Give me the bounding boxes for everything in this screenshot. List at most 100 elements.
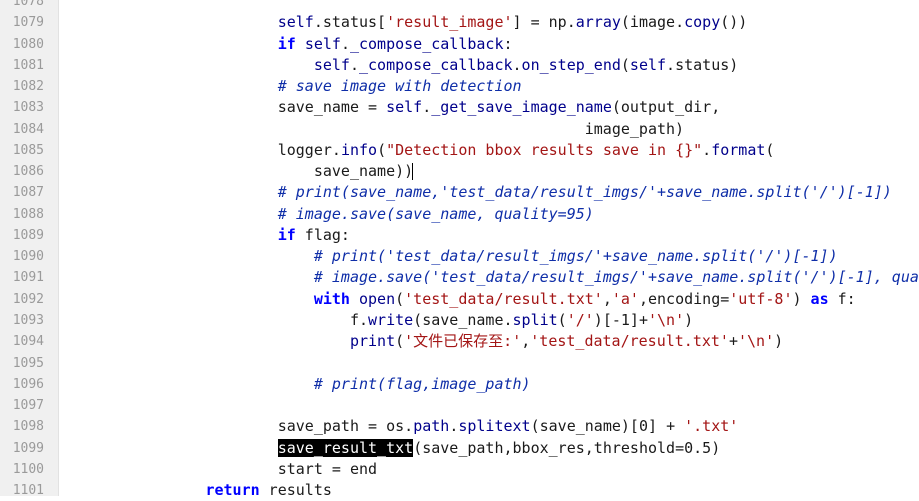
code-token: 'result_image'	[386, 13, 513, 32]
code-token: ]	[512, 13, 531, 32]
code-token: logger.	[277, 140, 341, 159]
code-token: ,	[521, 332, 531, 351]
code-text[interactable]: self._compose_callback.on_step_end(self.…	[314, 55, 738, 76]
code-token: '\n'	[737, 332, 775, 351]
code-text[interactable]: image_path)	[585, 119, 684, 140]
code-text[interactable]: self.status['result_image'] = np.array(i…	[278, 12, 748, 33]
code-token: 'utf-8'	[729, 289, 793, 308]
code-text[interactable]: return results	[205, 480, 331, 501]
code-token	[350, 290, 359, 308]
code-comment: # print(flag,image_path)	[313, 374, 531, 393]
code-line[interactable]: 1088# image.save(save_name, quality=95)	[0, 204, 871, 225]
code-token: start	[277, 459, 332, 478]
code-token	[377, 98, 386, 116]
code-token: +	[728, 332, 738, 351]
line-number: 1092	[12, 291, 44, 307]
code-text[interactable]: start = end	[278, 459, 377, 480]
code-text[interactable]: f.write(save_name.split('/')[-1]+'\n')	[350, 310, 693, 331]
code-text[interactable]: # print('test_data/result_imgs/'+save_na…	[314, 246, 838, 267]
code-token: save_name))	[313, 162, 414, 181]
code-token: '文件已保存至:'	[404, 332, 522, 351]
code-text[interactable]: # print(flag,image_path)	[314, 374, 531, 395]
code-token: array	[575, 13, 621, 32]
code-line[interactable]: 1083 save_name = self._get_save_image_nam…	[0, 97, 871, 118]
text-cursor	[412, 163, 414, 181]
line-number: 1100	[12, 461, 44, 477]
line-number: 1081	[12, 57, 44, 73]
code-text[interactable]: save_name = self._get_save_image_name(ou…	[278, 97, 721, 118]
code-token: =	[530, 13, 540, 32]
code-line[interactable]: 1087# print(save_name,'test_data/result_…	[0, 182, 892, 203]
line-number: 1099	[12, 440, 44, 456]
code-text[interactable]: save_path = os.path.splitext(save_name)[…	[278, 416, 739, 437]
code-line[interactable]: 1090 # print('test_data/result_imgs/'+sav…	[0, 246, 871, 267]
code-line[interactable]: 1100 start = end	[0, 459, 871, 480]
line-number: 1080	[12, 36, 44, 52]
code-token: (	[395, 332, 405, 351]
code-token: on_step_end	[521, 55, 621, 74]
code-token: .	[512, 55, 522, 74]
code-text[interactable]: # save image with detection	[278, 76, 522, 97]
code-text[interactable]: if flag:	[278, 225, 350, 246]
line-number: 1090	[12, 249, 44, 265]
line-number: 1083	[12, 100, 44, 116]
code-line[interactable]: 1096 # print(flag,image_path)	[0, 374, 871, 395]
code-line[interactable]: 1081 self._compose_callback.on_step_end(s…	[0, 55, 871, 76]
code-token: .status)	[666, 55, 739, 74]
code-token: f:	[828, 289, 856, 308]
code-token: info	[340, 140, 378, 159]
line-number: 1084	[12, 121, 44, 137]
code-token: _compose_callback	[349, 34, 504, 53]
code-token: save_path	[277, 417, 369, 436]
code-token: print	[349, 332, 396, 351]
code-text[interactable]: save_name))	[313, 161, 414, 182]
code-token: write	[368, 311, 414, 329]
code-token: )	[684, 311, 694, 329]
code-token: )[-1]+	[593, 311, 648, 329]
code-token: .	[702, 140, 712, 159]
code-token: path	[413, 417, 450, 436]
code-text[interactable]: with open('test_data/result.txt','a',enc…	[314, 289, 856, 310]
code-text[interactable]: if self._compose_callback:	[278, 34, 513, 55]
code-comment: # image.save('test_data/result_imgs/'+sa…	[313, 268, 919, 287]
line-number: 1097	[12, 398, 44, 414]
code-token: results	[259, 481, 332, 500]
code-line[interactable]: 1095	[0, 353, 871, 374]
code-token: self	[313, 55, 350, 74]
code-text[interactable]: # image.save(save_name, quality=95)	[278, 204, 594, 225]
code-token: 'test_data/result.txt'	[404, 289, 603, 308]
code-text[interactable]: print('文件已保存至:','test_data/result.txt'+'…	[350, 331, 783, 352]
code-token: 'test_data/result.txt'	[530, 332, 729, 351]
code-text[interactable]: # print(save_name,'test_data/result_imgs…	[278, 182, 892, 203]
code-line[interactable]: 1097	[0, 395, 871, 416]
code-line[interactable]: 1099 save_result_txt(save_path,bbox_res,t…	[0, 438, 871, 459]
code-line[interactable]: 1091 # image.save('test_data/result_imgs/…	[0, 267, 919, 288]
code-text[interactable]: save_result_txt(save_path,bbox_res,thres…	[277, 438, 720, 459]
code-token: self	[277, 13, 314, 32]
code-token: (	[765, 140, 775, 159]
code-text[interactable]: logger.info("Detection bbox results save…	[278, 140, 775, 161]
code-line[interactable]: 1078	[0, 0, 871, 12]
code-token	[675, 417, 684, 435]
line-number: 1096	[12, 376, 44, 392]
line-number: 1095	[12, 355, 44, 371]
code-text[interactable]: # image.save('test_data/result_imgs/'+sa…	[314, 267, 919, 288]
code-token: +	[666, 417, 676, 436]
selected-token: save_result_txt	[277, 438, 414, 457]
code-token: f.	[349, 311, 369, 329]
code-token: _get_save_image_name	[431, 98, 612, 117]
line-number: 1091	[12, 270, 44, 286]
code-line[interactable]: 1082# save image with detection	[0, 76, 871, 97]
code-line[interactable]: 1084 image_path)	[0, 119, 871, 140]
code-line[interactable]: 1080 if self._compose_callback:	[0, 34, 871, 55]
code-line[interactable]: 1092 with open('test_data/result.txt','a'…	[0, 289, 871, 310]
